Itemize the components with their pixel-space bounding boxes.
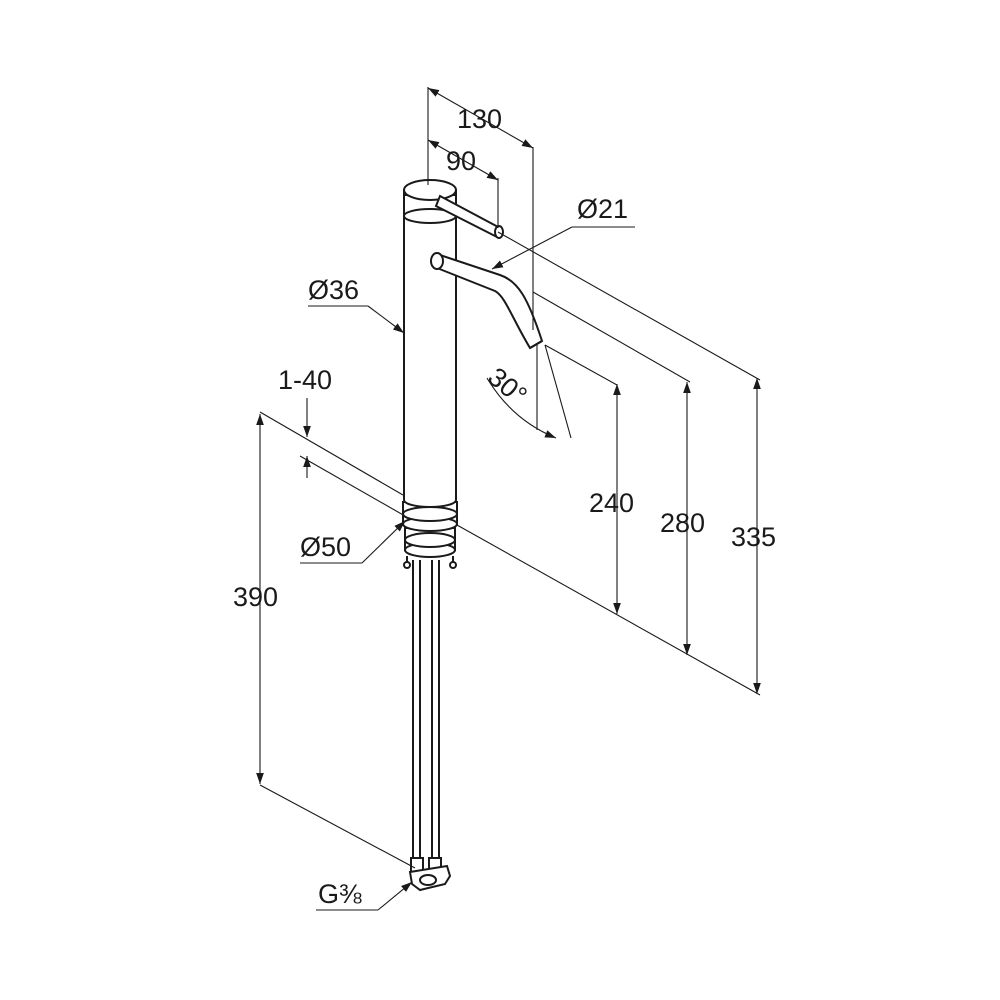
dim-label-335: 335	[731, 522, 776, 552]
dim-label-90: 90	[446, 146, 476, 176]
dim-label-base-diameter: Ø50	[300, 532, 351, 562]
base-flange	[402, 501, 458, 569]
spout	[430, 252, 544, 350]
dim-label-240: 240	[589, 488, 634, 518]
dim-label-130: 130	[457, 104, 502, 134]
dim-label-connection-thread: G⅜	[318, 879, 362, 909]
dim-label-280: 280	[660, 508, 705, 538]
dim-label-390: 390	[233, 582, 278, 612]
faucet-body	[402, 179, 544, 892]
dimension-lines	[256, 87, 761, 911]
dim-label-spout-diameter: Ø21	[577, 194, 628, 224]
faucet-column	[403, 179, 457, 508]
dim-label-spout-angle: 30°	[482, 362, 533, 411]
supply-hoses	[412, 560, 440, 862]
dimension-labels: 130 90 Ø21 Ø36 1-40 30° 240 280 335 Ø50 …	[233, 104, 776, 909]
dim-label-deck-thickness: 1-40	[278, 365, 332, 395]
hose-connectors	[408, 857, 452, 892]
handle-lever	[434, 194, 504, 239]
dim-label-body-diameter: Ø36	[308, 275, 359, 305]
